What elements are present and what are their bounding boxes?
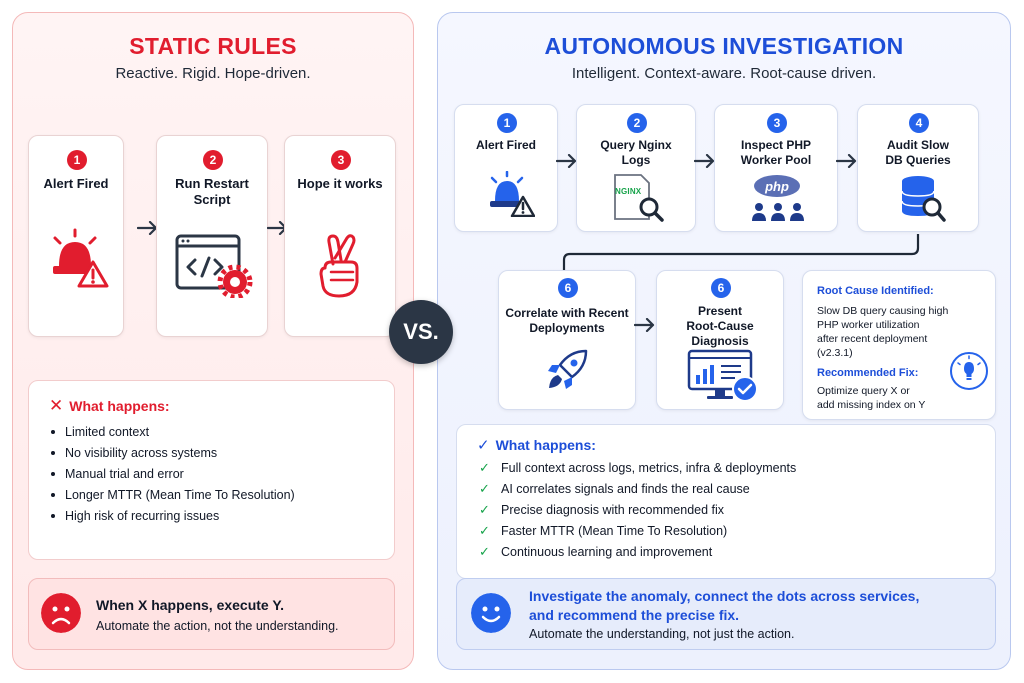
- autonomous-title: AUTONOMOUS INVESTIGATION: [544, 33, 904, 59]
- step-number-badge: 4: [909, 113, 929, 133]
- bullet-icon: [51, 471, 55, 476]
- check-icon: ✓: [479, 459, 490, 475]
- vs-badge: VS.: [389, 300, 453, 364]
- root-cause-card: Root Cause Identified: Slow DB query cau…: [802, 270, 996, 420]
- bullet-icon: [51, 513, 55, 518]
- static-footer-box: When X happens, execute Y. Automate the …: [28, 578, 395, 650]
- nginx-badge-text: NGINX: [615, 187, 642, 196]
- list-item: ✓Full context across logs, metrics, infr…: [479, 459, 797, 475]
- step-label: Audit Slow DB Queries: [885, 138, 951, 167]
- step-label: Alert Fired: [43, 176, 109, 191]
- happy-face-icon: [471, 593, 511, 633]
- arrow-right-icon: [556, 154, 577, 168]
- auto-what-happens-list: ✓Full context across logs, metrics, infr…: [479, 457, 796, 562]
- list-item: Limited context: [49, 421, 295, 442]
- static-rules-panel: STATIC RULES Reactive. Rigid. Hope-drive…: [12, 12, 414, 670]
- php-workers-icon: php: [749, 175, 807, 223]
- auto-step-alert-fired: 1 Alert Fired: [454, 104, 558, 232]
- step-number-badge: 6: [558, 278, 578, 298]
- auto-footer-tagline: Automate the understanding, not just the…: [529, 627, 795, 641]
- database-search-icon: [901, 176, 946, 222]
- step-label: Correlate with Recent Deployments: [505, 306, 629, 335]
- autonomous-subtitle: Intelligent. Context-aware. Root-cause d…: [571, 65, 877, 82]
- list-item: ✓AI correlates signals and finds the rea…: [479, 480, 750, 496]
- step-number-badge: 1: [67, 150, 87, 170]
- step-number-badge: 3: [331, 150, 351, 170]
- lightbulb-icon: [950, 352, 988, 390]
- flow-connector-icon: [562, 234, 920, 270]
- static-step-alert-fired: 1 Alert Fired: [28, 135, 124, 337]
- auto-what-happens-box: ✓ What happens: ✓Full context across log…: [456, 424, 996, 579]
- php-badge-text: php: [765, 178, 789, 194]
- static-step-hope-it-works: 3 Hope it works: [284, 135, 396, 337]
- root-cause-text: Slow DB query causing high PHP worker ut…: [817, 305, 949, 359]
- check-icon: ✓: [479, 522, 490, 538]
- list-item: ✓Faster MTTR (Mean Time To Resolution): [479, 522, 728, 538]
- step-number-badge: 1: [497, 113, 517, 133]
- recommended-fix-text: Optimize query X or add missing index on…: [817, 385, 926, 411]
- static-what-happens-list: Limited context No visibility across sys…: [49, 421, 295, 526]
- what-happens-title: ✓ What happens:: [477, 436, 596, 454]
- check-icon: ✓: [477, 437, 490, 454]
- diagnosis-monitor-icon: [687, 349, 758, 402]
- bullet-icon: [51, 429, 55, 434]
- step-number-badge: 2: [203, 150, 223, 170]
- static-rules-subtitle: Reactive. Rigid. Hope-driven.: [115, 65, 311, 82]
- static-footer-tagline: Automate the action, not the understandi…: [96, 619, 339, 633]
- step-label: Hope it works: [297, 176, 383, 191]
- list-item: ✓Continuous learning and improvement: [479, 543, 713, 559]
- recommended-fix-title: Recommended Fix:: [817, 367, 919, 379]
- root-cause-title: Root Cause Identified:: [817, 285, 934, 297]
- what-happens-title: ✕ What happens:: [49, 396, 170, 416]
- what-happens-title-text: What happens:: [69, 398, 170, 414]
- list-item: Manual trial and error: [49, 463, 295, 484]
- static-what-happens-box: ✕ What happens: Limited context No visib…: [28, 380, 395, 560]
- static-step-run-restart-script: 2 Run Restart Script: [156, 135, 268, 337]
- arrow-right-icon: [694, 154, 715, 168]
- crossed-fingers-icon: [319, 234, 359, 298]
- step-label: Alert Fired: [475, 138, 536, 152]
- list-item: No visibility across systems: [49, 442, 295, 463]
- step-label: Query Nginx Logs: [600, 138, 672, 167]
- auto-step-query-nginx-logs: 2 Query Nginx Logs NGINX: [576, 104, 696, 232]
- rocket-icon: [548, 349, 588, 389]
- siren-warning-icon: [53, 228, 109, 288]
- auto-step-inspect-php-worker-pool: 3 Inspect PHP Worker Pool php: [714, 104, 838, 232]
- list-item: High risk of recurring issues: [49, 505, 295, 526]
- siren-warning-icon: [490, 171, 535, 217]
- check-icon: ✓: [479, 480, 490, 496]
- step-number-badge: 2: [627, 113, 647, 133]
- auto-step-present-diagnosis: 6 Present Root-Cause Diagnosis: [656, 270, 784, 410]
- static-footer-headline: When X happens, execute Y.: [96, 597, 285, 613]
- list-item: ✓Precise diagnosis with recommended fix: [479, 501, 725, 517]
- step-number-badge: 3: [767, 113, 787, 133]
- auto-footer-box: Investigate the anomaly, connect the dot…: [456, 578, 996, 650]
- step-label: Present Root-Cause Diagnosis: [686, 304, 754, 348]
- list-item: Longer MTTR (Mean Time To Resolution): [49, 484, 295, 505]
- check-icon: ✓: [479, 543, 490, 559]
- auto-footer-headline: Investigate the anomaly, connect the dot…: [529, 588, 920, 623]
- auto-step-audit-slow-db-queries: 4 Audit Slow DB Queries: [857, 104, 979, 232]
- arrow-right-icon: [836, 154, 857, 168]
- bullet-icon: [51, 450, 55, 455]
- step-label: Run Restart Script: [175, 176, 249, 207]
- step-label: Inspect PHP Worker Pool: [740, 138, 812, 167]
- sad-face-icon: [41, 593, 81, 633]
- step-number-badge: 6: [711, 278, 731, 298]
- static-rules-title: STATIC RULES: [129, 33, 297, 59]
- what-happens-title-text: What happens:: [495, 437, 596, 453]
- autonomous-investigation-panel: AUTONOMOUS INVESTIGATION Intelligent. Co…: [437, 12, 1011, 670]
- bullet-icon: [51, 492, 55, 497]
- nginx-log-search-icon: NGINX: [613, 173, 665, 223]
- auto-step-correlate-deployments: 6 Correlate with Recent Deployments: [498, 270, 636, 410]
- code-gear-icon: [175, 234, 253, 298]
- x-mark-icon: ✕: [49, 396, 64, 415]
- check-icon: ✓: [479, 501, 490, 517]
- arrow-right-icon: [634, 318, 655, 332]
